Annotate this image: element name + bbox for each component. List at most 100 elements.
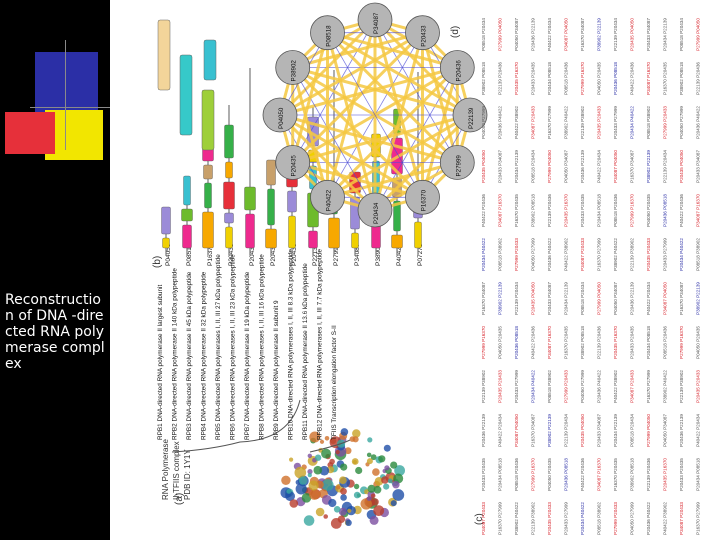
table-cell: P27999 P04050: [646, 414, 651, 447]
network-node-label: P08518: [326, 25, 333, 47]
table-cell: P16370 P34087: [580, 18, 585, 51]
table-cell: P20435 P04050: [531, 282, 536, 315]
table-cell: P38902 P40422: [663, 370, 668, 403]
network-node-label: P20436: [455, 60, 462, 82]
network-edge: [291, 31, 424, 164]
horizontal-line-decoration: [30, 107, 110, 108]
red-square-decoration: [5, 112, 55, 154]
table-cell: P04050 P34087: [514, 18, 519, 51]
table-cell: P20435 P04050: [481, 150, 486, 183]
network-node: [357, 2, 393, 38]
table-cell: P04050 P27999: [679, 106, 684, 139]
table-cell: P16370 P34087: [481, 282, 486, 315]
table-cell: P04050 P27999: [531, 238, 536, 271]
domain-segment: [162, 237, 170, 249]
bracket-line: [171, 399, 301, 453]
chain-id-label: P20435: [270, 243, 277, 266]
network-node-label: P16370: [421, 189, 428, 211]
table-cell: P08518 P20436: [564, 62, 569, 95]
table-cell: P38902 P08518: [630, 458, 635, 491]
subunit-item: RPB3 DNA-directed RNA polymerase II 45 k…: [186, 271, 193, 440]
structure-blob-dot: [370, 454, 377, 461]
table-cell: P04050 P20435: [597, 62, 602, 95]
structure-blob-dot: [294, 466, 307, 479]
table-cell: P20434 P40422: [580, 502, 585, 535]
structure-blob-dot: [390, 500, 397, 507]
table-cell: P27999 P16370: [481, 326, 486, 359]
subunit-item: RPB1 DNA-directed RNA polymerase II larg…: [157, 285, 164, 440]
subunit-list: RPB1 DNA-directed RNA polymerase II larg…: [157, 248, 338, 440]
network-node: [439, 145, 475, 180]
panel-label-b: (b): [152, 256, 163, 268]
table-cell: P38902 P08518: [679, 62, 684, 95]
table-cell: P20434 P22139: [514, 150, 519, 183]
structure-blob-dot: [321, 479, 334, 491]
structure-caption-line: RNA Polymerase: [161, 439, 170, 500]
domain-segment: [223, 181, 235, 210]
table-cell: P34087 P04050: [613, 150, 618, 183]
domain-segment: [183, 175, 191, 206]
table-cell: P16370 P34087: [531, 414, 536, 447]
table-cell: P40422 P20434: [597, 150, 602, 183]
structure-blob-dot: [308, 480, 319, 491]
structure-blob-dot: [335, 450, 340, 455]
table-cell: P16370 P27999: [547, 106, 552, 139]
structure-blob-dot: [328, 498, 337, 508]
table-cell: P34087 P04050: [663, 282, 668, 315]
domain-segment: [308, 230, 318, 249]
table-cell: P38902 P22139: [547, 414, 552, 447]
structure-blob-dot: [384, 465, 390, 471]
domain-segment: [328, 217, 340, 249]
table-cell: P04050 P34087: [564, 150, 569, 183]
table-cell: P22139 P38902: [481, 370, 486, 403]
structure-blob-dot: [353, 483, 360, 490]
table-cell: P16370 P20435: [663, 62, 668, 95]
table-cell: P27999 P04050: [547, 150, 552, 183]
table-cell: P08518 P20434: [630, 414, 635, 447]
subunit-item: RPB7 DNA-directed RNA polymerase II 19 k…: [244, 271, 251, 440]
table-cell: P40422 P20434: [646, 282, 651, 315]
subunit-item: TFIIS Transcription elongation factor S-…: [331, 325, 338, 440]
table-cell: P34087 P20433: [679, 502, 684, 535]
domain-segment: [391, 234, 403, 249]
table-cell: P34087 P16370: [498, 194, 503, 227]
table-cell: P22139 P38902: [630, 238, 635, 271]
structure-blob-dot: [285, 491, 295, 502]
structure-caption-line: PDB ID: 1Y1Y: [183, 449, 192, 500]
table-cell: P08518 P38902: [696, 238, 701, 271]
network-node: [452, 97, 488, 133]
network-edge: [326, 66, 459, 199]
domain-segment: [393, 200, 401, 232]
network-node: [275, 145, 311, 180]
table-cell: P20436 P08518: [663, 194, 668, 227]
table-cell: P20433 P20435: [679, 458, 684, 491]
table-cell: P20433 P34087: [696, 150, 701, 183]
structure-blob-dot: [381, 476, 389, 484]
table-cell: P08518 P38902: [547, 370, 552, 403]
domain-segment: [267, 188, 275, 226]
table-cell: P20435 P20433: [547, 502, 552, 535]
table-cell: P08518 P38902: [597, 502, 602, 535]
chain-id-label: P38902: [375, 243, 382, 266]
structure-blob-dot: [309, 489, 320, 500]
table-cell: P20434 P22139: [613, 414, 618, 447]
structure-blob-dot: [315, 507, 325, 517]
structure-blob-dot: [369, 515, 379, 525]
structure-blob-dot: [319, 465, 330, 476]
table-cell: P38902 P08518: [531, 194, 536, 227]
domain-segment: [182, 224, 192, 249]
structure-blob-dot: [289, 457, 294, 462]
domain-segment: [266, 159, 276, 186]
table-cell: P16370 P27999: [597, 238, 602, 271]
table-cell: P16370 P27999: [498, 502, 503, 535]
table-cell: P40422 P20436: [630, 62, 635, 95]
table-cell: P34087 P20433: [481, 502, 486, 535]
structure-blob-dot: [370, 493, 376, 499]
table-cell: P34087 P20433: [580, 238, 585, 271]
structure-blob-dot: [366, 496, 372, 501]
table-cell: P22139 P38902: [679, 370, 684, 403]
network-node: [405, 179, 440, 215]
